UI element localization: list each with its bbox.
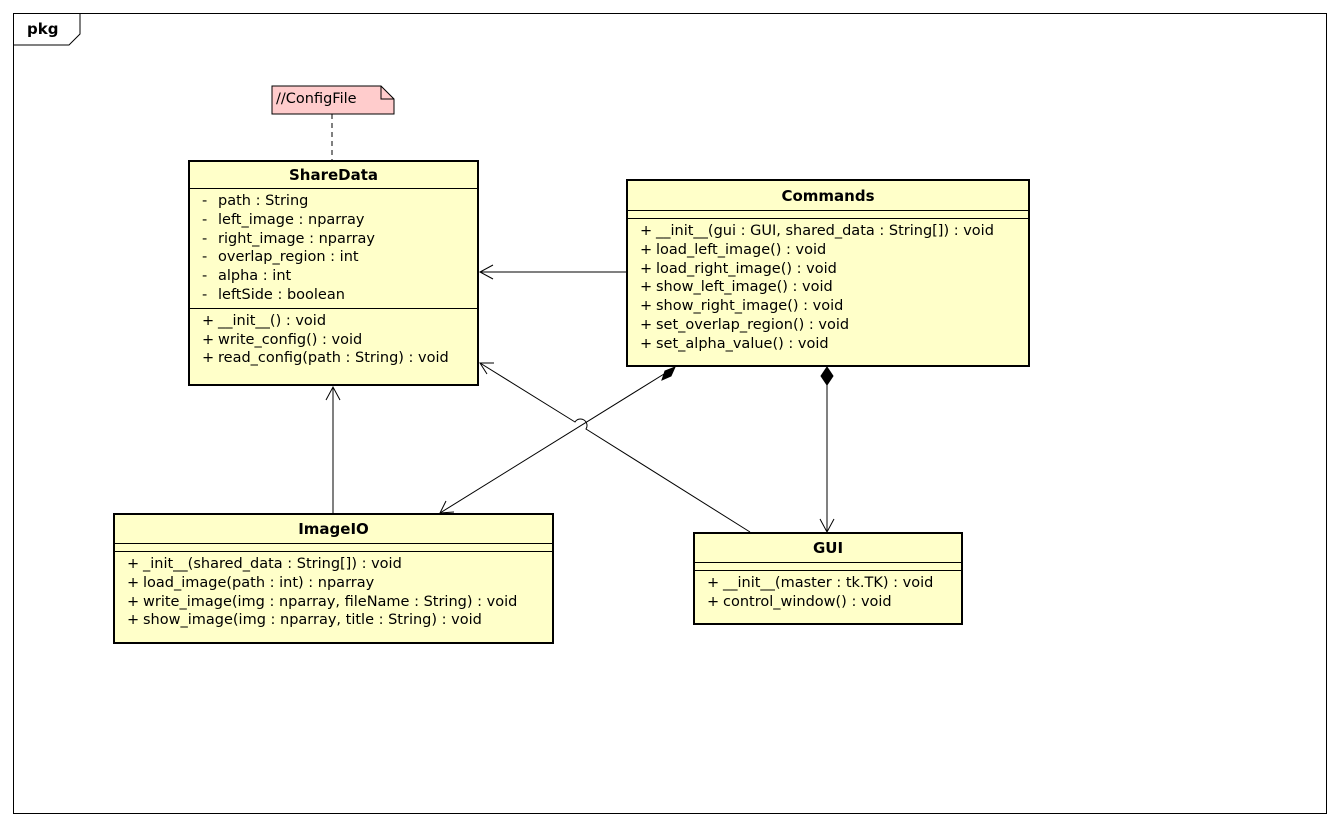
attributes-compartment: -path : String -left_image : nparray -ri… — [190, 189, 477, 309]
operation-row: +read_config(path : String) : void — [202, 350, 449, 367]
operation-row: +show_image(img : nparray, title : Strin… — [127, 612, 482, 629]
attributes-compartment — [628, 211, 1028, 219]
package-label: pkg — [27, 20, 59, 38]
operation-row: +load_image(path : int) : nparray — [127, 574, 375, 591]
operations-compartment: +_init__(shared_data : String[]) : void … — [115, 552, 552, 633]
operation-row: +control_window() : void — [707, 593, 892, 610]
operations-compartment: +__init__(master : tk.TK) : void +contro… — [695, 571, 961, 615]
operation-row: +load_left_image() : void — [640, 241, 827, 258]
operation-row: +__init__() : void — [202, 312, 327, 329]
operation-row: +_init__(shared_data : String[]) : void — [127, 556, 402, 572]
operation-row: +write_config() : void — [202, 331, 363, 348]
operations-compartment: +__init__(gui : GUI, shared_data : Strin… — [628, 219, 1028, 357]
attributes-compartment — [115, 544, 552, 552]
class-name: ShareData — [190, 162, 477, 189]
operation-row: +set_alpha_value() : void — [640, 335, 829, 352]
operation-row: +set_overlap_region() : void — [640, 316, 850, 333]
class-sharedata[interactable]: ShareData -path : String -left_image : n… — [188, 160, 479, 386]
operation-row: +load_right_image() : void — [640, 260, 837, 277]
attribute-row: -leftSide : boolean — [202, 286, 345, 303]
class-name: GUI — [695, 534, 961, 563]
operation-row: +write_image(img : nparray, fileName : S… — [127, 593, 518, 610]
operation-row: +__init__(master : tk.TK) : void — [707, 575, 934, 591]
attribute-row: -alpha : int — [202, 268, 292, 285]
config-note-text: //ConfigFile — [276, 91, 357, 107]
class-name: ImageIO — [115, 515, 552, 544]
operations-compartment: +__init__() : void +write_config() : voi… — [190, 309, 477, 371]
package-frame — [13, 13, 1327, 814]
class-gui[interactable]: GUI +__init__(master : tk.TK) : void +co… — [693, 532, 963, 625]
attribute-row: -left_image : nparray — [202, 211, 365, 228]
class-commands[interactable]: Commands +__init__(gui : GUI, shared_dat… — [626, 179, 1030, 367]
attribute-row: -path : String — [202, 193, 309, 209]
operation-row: +show_left_image() : void — [640, 279, 833, 296]
attributes-compartment — [695, 563, 961, 571]
operation-row: +__init__(gui : GUI, shared_data : Strin… — [640, 223, 994, 239]
attribute-row: -right_image : nparray — [202, 230, 376, 247]
attribute-row: -overlap_region : int — [202, 249, 359, 266]
config-note: //ConfigFile — [272, 86, 394, 114]
class-imageio[interactable]: ImageIO +_init__(shared_data : String[])… — [113, 513, 554, 644]
operation-row: +show_right_image() : void — [640, 298, 844, 315]
class-name: Commands — [628, 181, 1028, 211]
